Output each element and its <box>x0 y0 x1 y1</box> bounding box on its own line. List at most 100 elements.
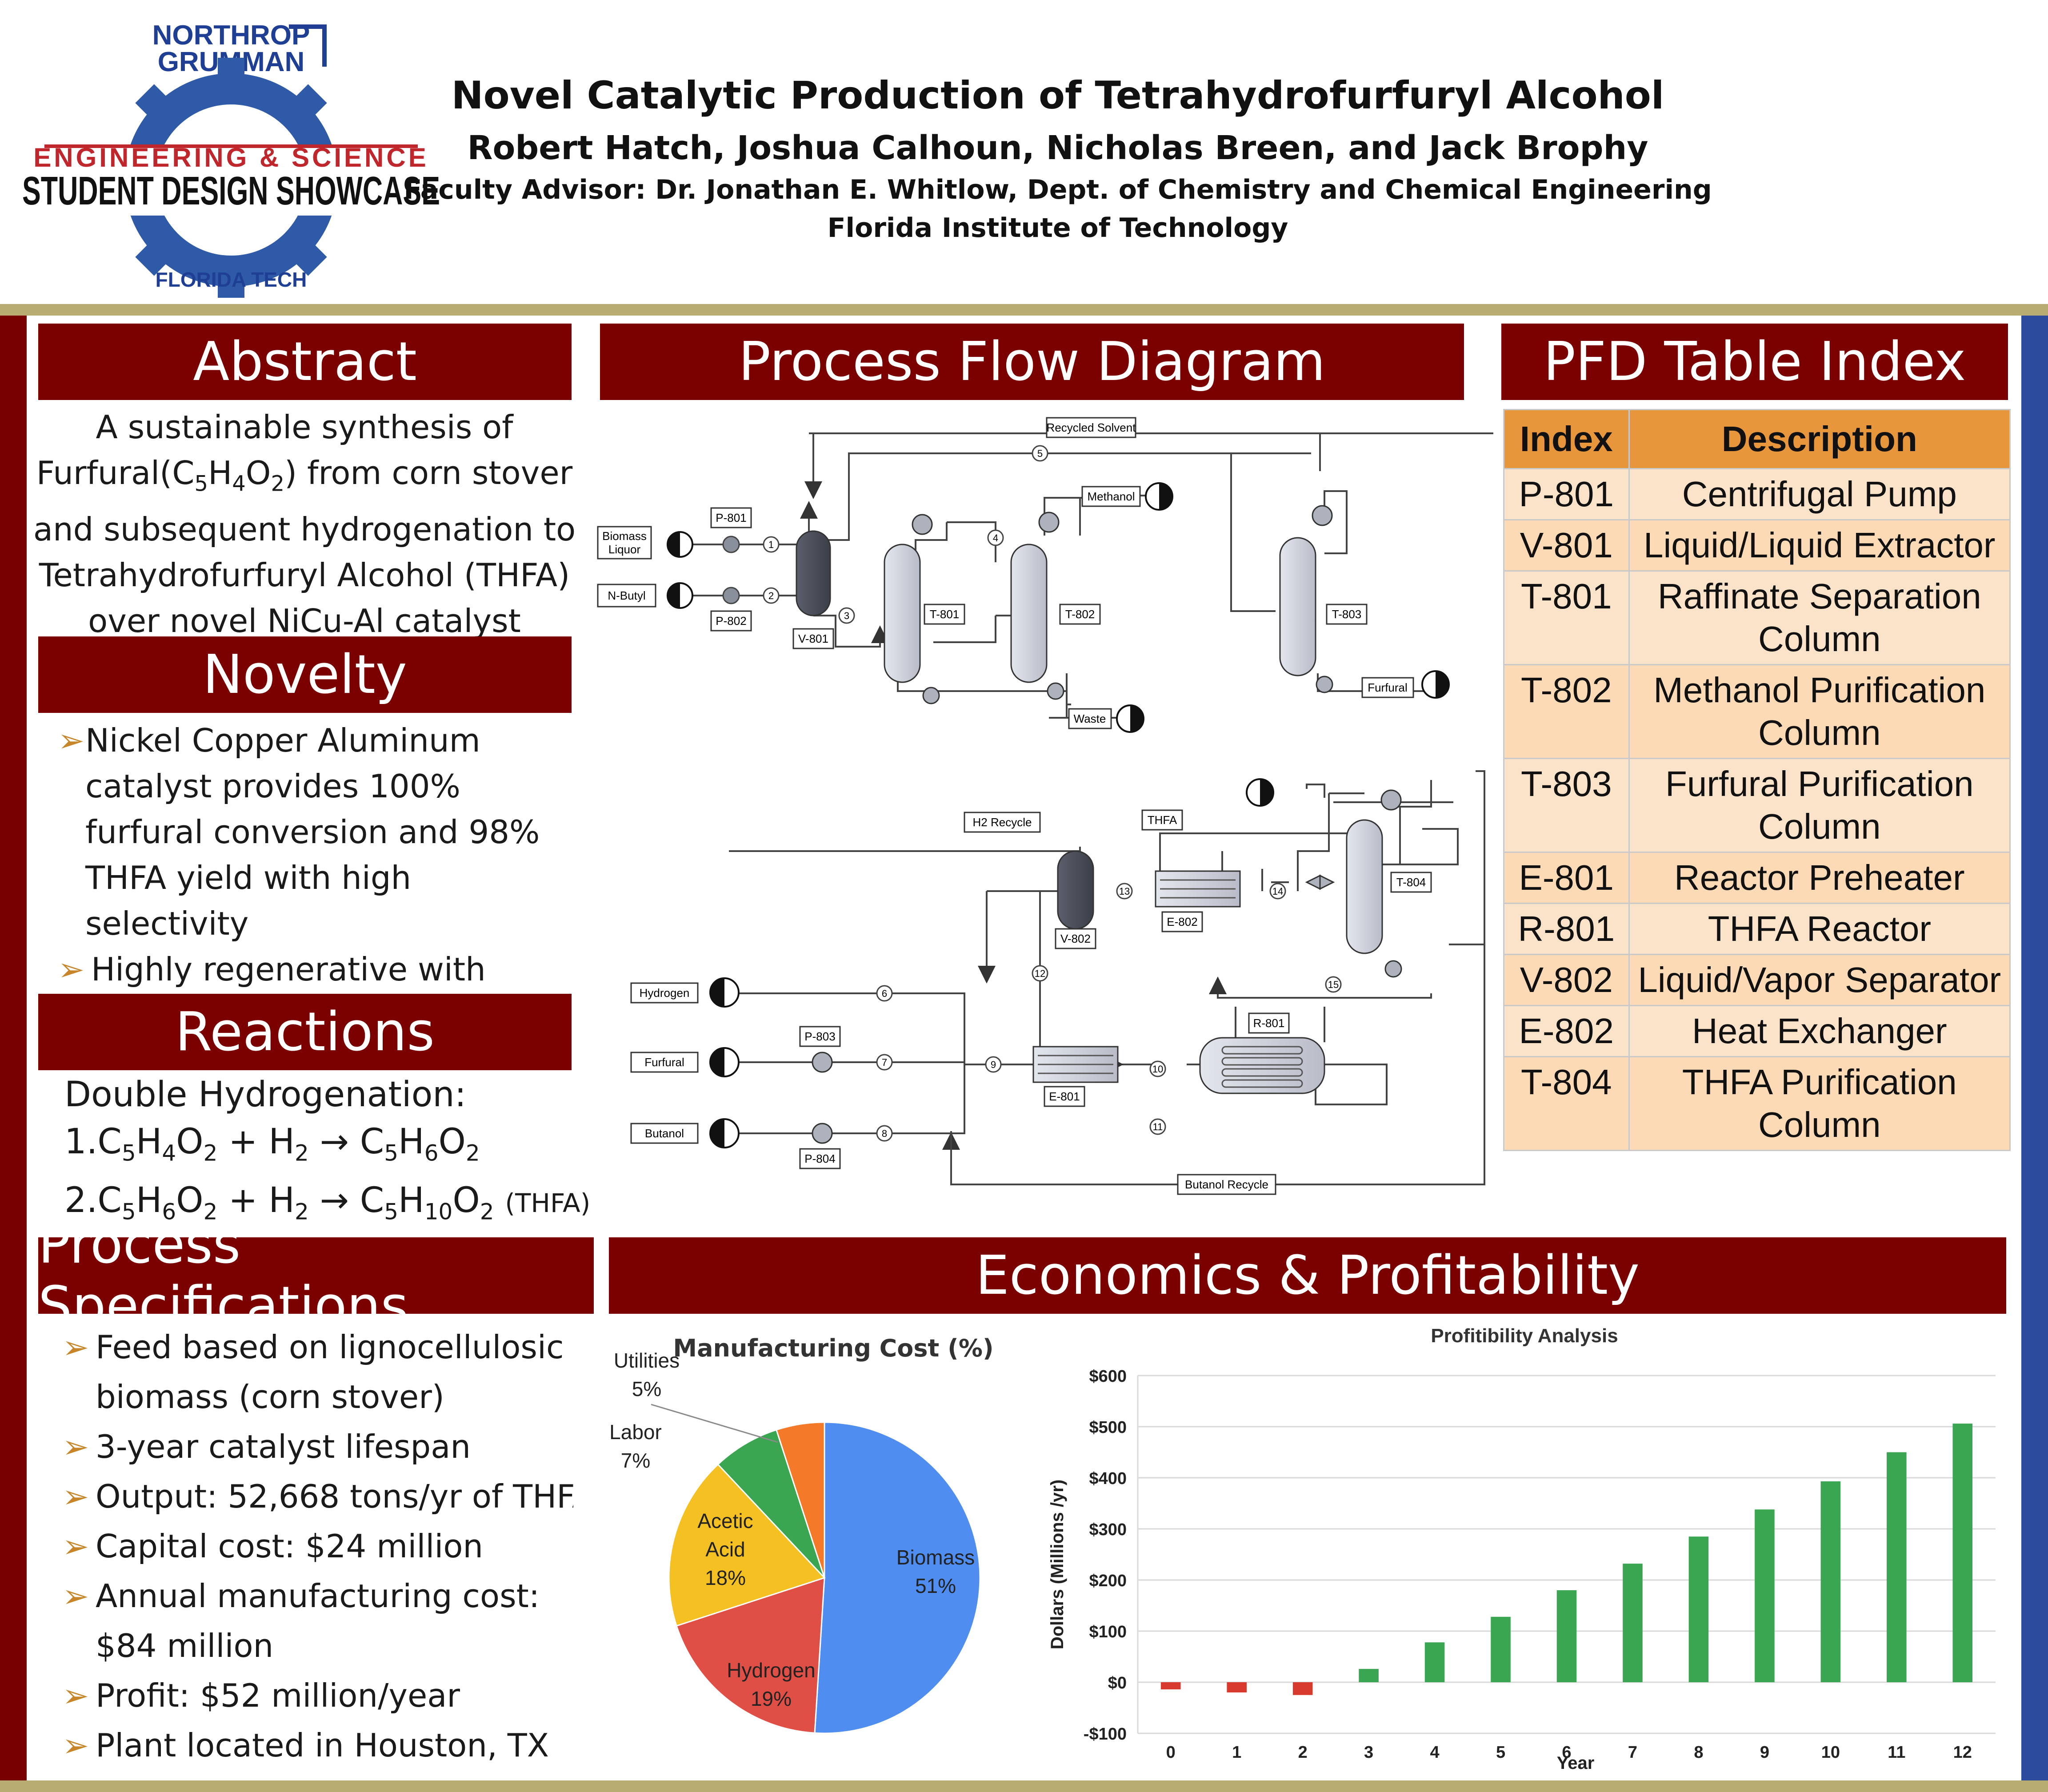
tag-methanol <box>1081 486 1141 507</box>
label-butanol-recycle: Butanol Recycle <box>1185 1178 1268 1191</box>
table-header-row: Index Description <box>1503 409 2011 469</box>
x-tick-label: 6 <box>1562 1743 1571 1762</box>
svg-text:1: 1 <box>768 539 774 550</box>
bar-chart-ylabel: Dollars (Millions /yr) <box>1048 1480 1067 1649</box>
tag-t804 <box>1390 872 1432 893</box>
product-waste-fill-icon <box>1130 705 1144 732</box>
bullet-arrow-icon: ➢ <box>58 722 85 759</box>
showcase-logo: NORTHROP GRUMMAN ENGINEERING & SCIENCE S… <box>22 20 440 298</box>
novelty-list: ➢Nickel Copper Aluminum catalyst provide… <box>58 718 573 1038</box>
column-t802 <box>1010 544 1048 683</box>
spec-item: ➢Annual manufacturing cost: $84 million <box>62 1571 573 1671</box>
spec-item: ➢Capital cost: $24 million <box>62 1521 573 1571</box>
bar-year-11 <box>1887 1452 1907 1682</box>
pie-label-hydrogen-value: 19% <box>751 1687 792 1710</box>
novelty-item: ➢Nickel Copper Aluminum catalyst provide… <box>58 718 573 947</box>
tag-v802 <box>1055 928 1096 949</box>
bullet-arrow-icon: ➢ <box>62 1428 89 1465</box>
bullet-arrow-icon: ➢ <box>62 1478 89 1515</box>
pie-label-acetic-value: 18% <box>705 1566 746 1589</box>
svg-text:2: 2 <box>768 590 774 601</box>
pie-title: Manufacturing Cost (%) <box>673 1334 993 1362</box>
tag-thfa <box>1141 809 1183 831</box>
abstract-line5: over novel NiCu-Al catalyst <box>88 602 521 640</box>
x-tick-label: 3 <box>1364 1743 1373 1762</box>
footer-divider <box>0 1780 2048 1792</box>
valve-icon <box>1305 874 1335 890</box>
label-e802: E-802 <box>1167 915 1197 928</box>
feed-box-nbutyl <box>597 584 656 608</box>
bar-year-6 <box>1556 1590 1577 1682</box>
school-name: FLORIDA TECH <box>156 268 307 291</box>
column-t801 <box>884 544 921 683</box>
x-tick-label: 9 <box>1760 1743 1769 1762</box>
tag-waste <box>1068 708 1112 729</box>
bullet-arrow-icon: ➢ <box>58 951 85 988</box>
exchanger-e801-tubes-icon <box>1038 1055 1113 1074</box>
col-header-description: Description <box>1628 409 2011 469</box>
cell-id: R-801 <box>1503 903 1630 955</box>
label-methanol: Methanol <box>1088 490 1135 503</box>
sponsor-line1: NORTHROP <box>152 20 310 51</box>
manufacturing-cost-pie-chart: Manufacturing Cost (%) Utilities 5% Labo… <box>609 1334 994 1734</box>
bar-year-5 <box>1491 1616 1511 1682</box>
svg-text:13: 13 <box>1119 886 1130 897</box>
cell-desc: Furfural Purification Column <box>1628 758 2011 853</box>
svg-text:7: 7 <box>882 1057 887 1068</box>
cell-desc: Centrifugal Pump <box>1628 468 2011 520</box>
reboiler-t801-icon <box>922 687 940 704</box>
label-nbutyl: N-Butyl <box>608 589 645 602</box>
pie-slice-labor <box>717 1429 825 1579</box>
label-v802: V-802 <box>1060 932 1091 945</box>
bullet-arrow-icon: ➢ <box>62 1677 89 1714</box>
spec-item: ➢Feed based on lignocellulosic biomass (… <box>62 1322 573 1422</box>
tag-t801 <box>924 604 965 625</box>
label-t804: T-804 <box>1396 876 1426 889</box>
header: NORTHROP GRUMMAN ENGINEERING & SCIENCE S… <box>0 0 2048 304</box>
right-edge-band <box>2021 316 2048 1780</box>
svg-text:6: 6 <box>882 988 887 999</box>
bar-year-8 <box>1688 1536 1709 1682</box>
x-tick-label: 8 <box>1694 1743 1703 1762</box>
reaction-2: 2.C5H6O2 + H2 → C5H10O2 (THFA) <box>64 1180 591 1225</box>
x-tick-label: 10 <box>1821 1743 1840 1762</box>
label-p804: P-804 <box>804 1152 835 1165</box>
label-waste: Waste <box>1074 712 1106 725</box>
label-t803: T-803 <box>1332 608 1362 621</box>
reactions-body: Double Hydrogenation: 1.C5H4O2 + H2 → C5… <box>64 1071 598 1235</box>
column-t804 <box>1346 819 1383 954</box>
x-tick-label: 7 <box>1628 1743 1637 1762</box>
reactor-r801-tubes-icon <box>1221 1046 1303 1088</box>
abstract-line4: Tetrahydrofurfuryl Alcohol (THFA) <box>39 556 570 594</box>
svg-text:10: 10 <box>1152 1064 1163 1075</box>
y-tick-label: $200 <box>1089 1572 1127 1590</box>
bar-year-3 <box>1359 1669 1379 1682</box>
x-tick-label: 0 <box>1166 1743 1176 1762</box>
tag-e801 <box>1044 1086 1085 1107</box>
pie-label-acetic-line2: Acid <box>705 1538 745 1561</box>
cell-id: T-804 <box>1503 1056 1630 1151</box>
svg-text:14: 14 <box>1272 886 1283 897</box>
bar-chart-xlabel: Year <box>1557 1753 1595 1773</box>
svg-text:5: 5 <box>1037 448 1043 459</box>
condenser-t801-icon <box>912 514 933 535</box>
spec-item: ➢Profit: $52 million/year <box>62 1671 573 1720</box>
tag-butanol <box>630 1123 699 1144</box>
tag-t803 <box>1326 604 1368 625</box>
cell-id: V-801 <box>1503 519 1630 572</box>
tag-e802 <box>1161 911 1203 932</box>
pie-labels: Utilities 5% Labor 7% Acetic Acid 18% Bi… <box>609 1349 975 1710</box>
pie-slice-biomass <box>814 1421 981 1734</box>
abstract-line3: and subsequent hydrogenation to <box>33 511 576 548</box>
label-t802: T-802 <box>1065 608 1095 621</box>
advisor: Faculty Advisor: Dr. Jonathan E. Whitlow… <box>404 174 1712 205</box>
pie-slice-acetic-acid <box>668 1463 826 1627</box>
novelty-item: ➢Highly regenerative with <1% <box>58 947 573 1038</box>
pie-slice-hydrogen <box>676 1576 825 1734</box>
bar-year-0 <box>1160 1682 1181 1690</box>
institution: Florida Institute of Technology <box>827 212 1288 244</box>
